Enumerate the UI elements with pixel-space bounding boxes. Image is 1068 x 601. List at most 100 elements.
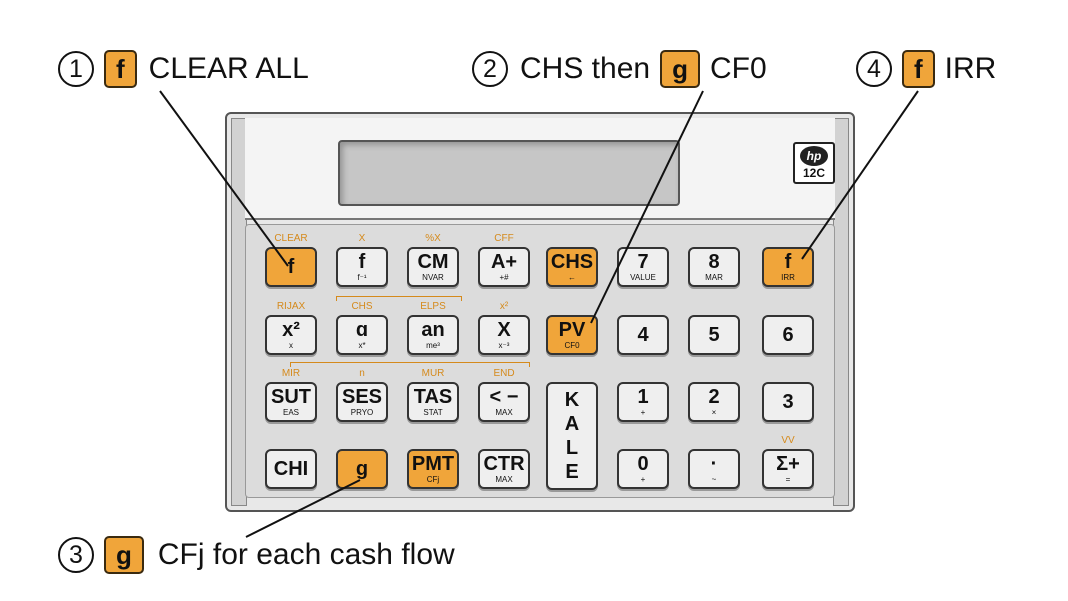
key-main-label: CM [417,251,449,273]
key-g[interactable]: g [336,449,388,489]
key-main-label: PMT [411,453,455,475]
key-sub-label: me³ [426,341,440,350]
callout-text-pre: CHS then [520,52,651,85]
key-main-label: SES [341,386,383,408]
key-sub-label: CFj [426,475,440,484]
key-main-label: CHS [550,251,594,273]
key-a[interactable]: A++# [478,247,530,287]
key-shift-label: RIJAX [276,301,306,312]
key-shift-label: MUR [421,368,445,379]
key-chi[interactable]: CHI [265,449,317,489]
key-sub-label: ← [568,273,576,282]
key-main-label: A+ [490,251,518,273]
right-rail [833,118,849,506]
hp-logo: hp 12C [793,142,835,184]
key-shift-label: ELPS [420,301,446,312]
key-sub-label: x⁻³ [498,341,510,350]
model-label: 12C [802,166,825,180]
key-sub-label: NVAR [422,273,444,282]
key-shift-label: CFF [494,233,514,244]
step-number: 1 [58,51,94,87]
key-main-label: f [358,251,366,273]
key-main-label: ɑ [355,319,369,341]
function-group-bracket [336,296,462,301]
g-key-chip: g [104,536,144,574]
key-sub-label: VALUE [630,273,656,282]
keypad [245,224,835,498]
key-main-label: f [287,256,295,278]
key-main-label: TAS [413,386,453,408]
key-main-label: 4 [637,324,649,346]
lcd-display [338,140,680,206]
key-main-label: 3 [782,391,794,413]
key-shift-label: x² [499,301,509,312]
key-6[interactable]: 6 [762,315,814,355]
key-[interactable]: < −MAX [478,382,530,422]
key-sub-label: PRYO [350,408,374,417]
callout-text: CFj for each cash flow [157,538,455,571]
key-[interactable]: Σ+= [762,449,814,489]
key-main-label: an [421,319,445,341]
key-main-label: SUT [271,386,311,408]
key-main-label: g [355,458,369,480]
callout-step-3: 3 g CFj for each cash flow [58,535,455,575]
key-main-label: 5 [708,324,720,346]
f-key-chip: f [104,50,137,88]
step-number: 3 [58,537,94,573]
key-shift-label: MIR [281,368,301,379]
key-4[interactable]: 4 [617,315,669,355]
key-5[interactable]: 5 [688,315,740,355]
key-main-label: X [497,319,511,341]
key-sub-label: x [289,341,293,350]
key-main-label: < − [489,386,519,408]
key-chs[interactable]: CHS← [546,247,598,287]
key-sub-label: EAS [282,408,299,417]
key-main-label: 0 [637,453,649,475]
key-main-label: CTR [483,453,525,475]
key-sub-label: × [711,408,717,417]
key-main-label: · [710,453,718,475]
key-sub-label: MAX [495,475,513,484]
key-shift-label: VV [781,435,795,446]
key-sub-label: IRR [781,273,795,282]
key-sub-label: MAX [495,408,513,417]
key-shift-label: X [358,233,366,244]
key-1[interactable]: 1+ [617,382,669,422]
callout-step-2: 2 CHS then g CF0 [472,49,767,89]
key-shift-label: n [359,368,365,379]
function-group-bracket [290,362,530,367]
key-2[interactable]: 2× [688,382,740,422]
key-sub-label: MAR [705,273,723,282]
key-shift-label: %X [425,233,441,244]
key-[interactable]: ·~ [688,449,740,489]
key-main-label: 2 [708,386,720,408]
key-main-label: 7 [637,251,649,273]
f-key-chip: f [902,50,935,88]
key-sub-label: + [640,408,646,417]
key-sub-label: f⁻¹ [357,273,367,282]
callout-step-4: 4 f IRR [856,49,996,89]
key-3[interactable]: 3 [762,382,814,422]
key-0[interactable]: 0+ [617,449,669,489]
key-f[interactable]: f [265,247,317,287]
callout-text: CLEAR ALL [148,52,309,85]
key-main-label: x² [282,319,300,341]
key-main-label: PV [558,319,586,341]
